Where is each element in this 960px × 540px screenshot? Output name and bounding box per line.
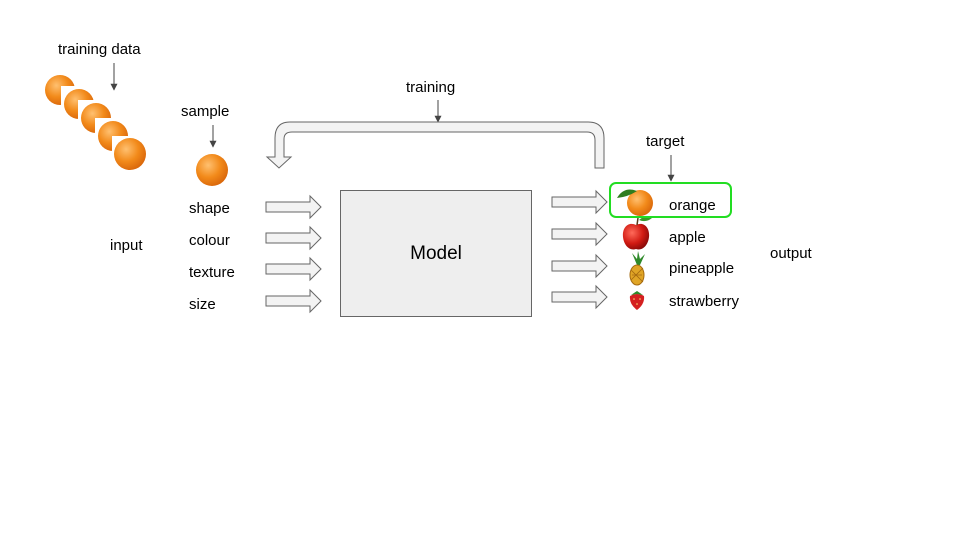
input-arrow xyxy=(265,288,322,314)
feature-label-colour: colour xyxy=(189,232,230,249)
pineapple-icon xyxy=(629,251,645,286)
input-arrow xyxy=(265,256,322,282)
apple-icon xyxy=(622,216,652,250)
training-data-label: training data xyxy=(58,41,141,58)
feature-label-shape: shape xyxy=(189,200,230,217)
input-arrow xyxy=(265,225,322,251)
output-label-strawberry: strawberry xyxy=(669,293,740,310)
training-label: training xyxy=(406,79,456,96)
output-arrow xyxy=(551,284,608,310)
output-label-pineapple: pineapple xyxy=(669,260,735,277)
target-highlight-box xyxy=(609,182,732,218)
sample-orange-image xyxy=(194,152,230,188)
orange-icon xyxy=(617,189,653,216)
target-label: target xyxy=(646,133,685,150)
training-loop-arrow xyxy=(265,121,605,169)
output-arrow xyxy=(551,221,608,247)
training-data-stack xyxy=(42,72,148,172)
sample-label: sample xyxy=(181,103,230,120)
output-arrow xyxy=(551,253,608,279)
orange-image xyxy=(112,136,148,172)
input-label: input xyxy=(110,237,143,254)
model-box: Model xyxy=(340,190,532,317)
feature-label-texture: texture xyxy=(189,264,235,281)
output-label-apple: apple xyxy=(669,229,706,246)
output-arrow xyxy=(551,189,608,215)
output-label-orange: orange xyxy=(669,197,716,214)
output-arrows xyxy=(551,189,608,310)
feature-label-size: size xyxy=(189,296,216,313)
model-label: Model xyxy=(410,243,462,264)
input-arrows xyxy=(265,194,322,314)
strawberry-icon xyxy=(629,291,645,310)
input-arrow xyxy=(265,194,322,220)
output-label: output xyxy=(770,245,812,262)
